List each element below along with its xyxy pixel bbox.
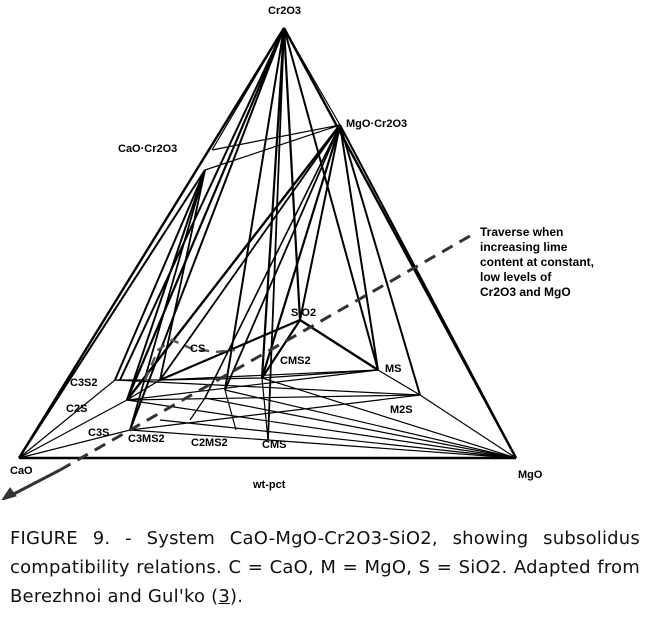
label-wt-pct: wt-pct <box>252 479 286 491</box>
label-cms2: CMS2 <box>280 355 311 367</box>
label-sio2: SiO2 <box>291 307 316 319</box>
label-cs: CS <box>190 343 205 355</box>
traverse-note-5: Cr2O3 and MgO <box>480 285 571 299</box>
caption-text: FIGURE 9. - System CaO-MgO-Cr2O3-SiO2, s… <box>10 528 640 607</box>
label-cao: CaO <box>10 465 33 477</box>
traverse-note-2: increasing lime <box>480 240 568 254</box>
label-cr2o3: Cr2O3 <box>268 5 301 17</box>
phase-labels: Cr2O3 CaO·Cr2O3 MgO·Cr2O3 SiO2 CS CMS2 M… <box>10 5 594 491</box>
label-cms: CMS <box>262 439 286 451</box>
figure-caption: FIGURE 9. - System CaO-MgO-Cr2O3-SiO2, s… <box>10 524 640 611</box>
label-m2s: M2S <box>390 404 413 416</box>
label-c3s: C3S <box>88 427 109 439</box>
label-mgo-cr2o3: MgO·Cr2O3 <box>346 118 407 130</box>
caption-end: ). <box>230 586 244 607</box>
tie-lines <box>17 27 518 460</box>
traverse-line <box>1 234 471 500</box>
traverse-note-4: low levels of <box>480 270 552 284</box>
arrow-head-icon <box>1 487 17 500</box>
label-mgo: MgO <box>518 469 543 481</box>
caption-ref: 3 <box>218 586 230 607</box>
traverse-note-3: content at constant, <box>480 255 594 269</box>
label-c2ms2: C2MS2 <box>191 437 228 449</box>
edge-cao-cr2o3 <box>17 27 286 459</box>
label-cao-cr2o3: CaO·Cr2O3 <box>118 143 177 155</box>
label-c3s2: C3S2 <box>70 377 98 389</box>
label-ms: MS <box>385 363 402 375</box>
traverse-note-1: Traverse when <box>480 225 563 239</box>
label-c3ms2: C3MS2 <box>128 433 165 445</box>
phase-diagram: Cr2O3 CaO·Cr2O3 MgO·Cr2O3 SiO2 CS CMS2 M… <box>1 5 594 500</box>
label-c2s: C2S <box>66 403 87 415</box>
